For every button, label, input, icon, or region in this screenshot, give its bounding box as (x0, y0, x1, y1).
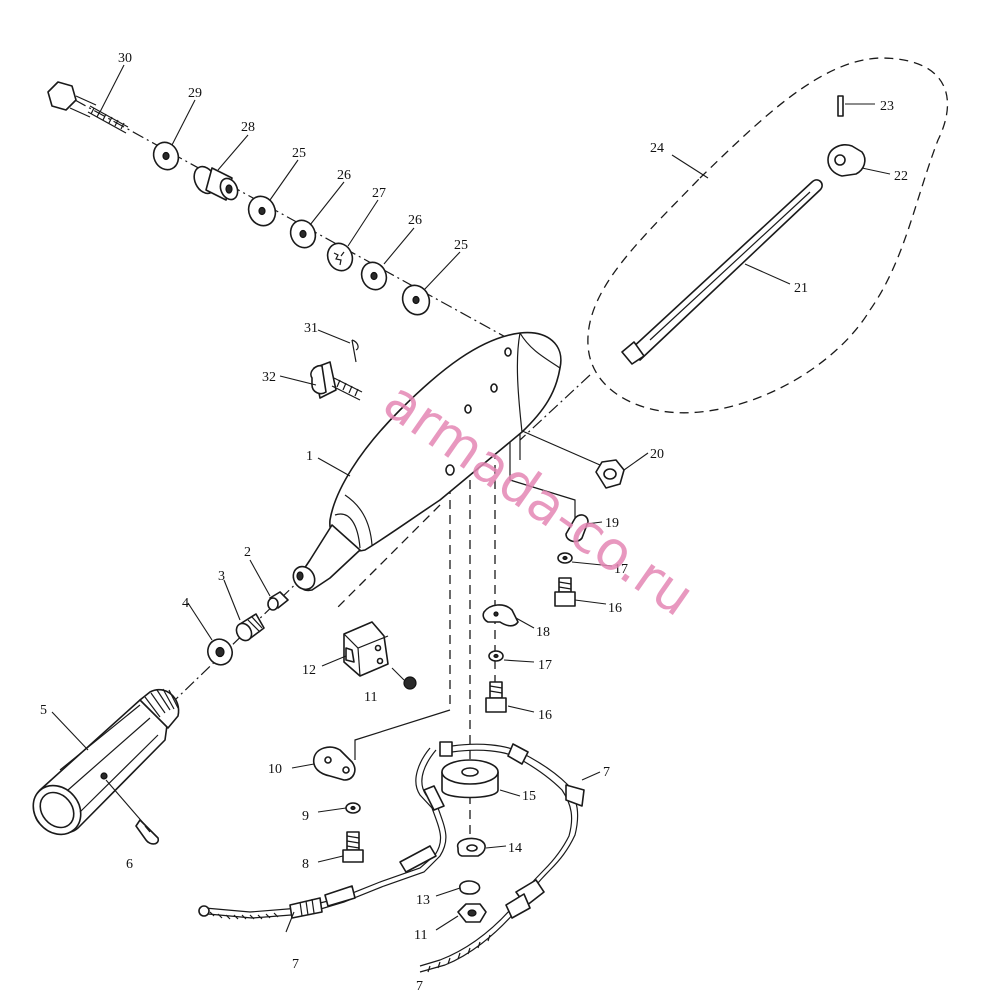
label-32: 32 (262, 370, 276, 385)
label-9: 9 (302, 809, 309, 824)
label-23: 23 (880, 99, 894, 114)
label-29: 29 (188, 86, 202, 101)
label-1: 1 (306, 449, 313, 464)
label-11a: 11 (364, 690, 377, 705)
spring-19 (565, 514, 589, 543)
label-13: 13 (416, 893, 430, 908)
label-18: 18 (536, 625, 550, 640)
pin-23 (837, 95, 844, 117)
extension-rod-axis (519, 374, 591, 441)
washer-29 (152, 141, 180, 171)
label-20: 20 (650, 447, 664, 462)
washer-4 (207, 638, 233, 666)
bracket-12 (343, 621, 389, 677)
end-knob-22 (827, 144, 866, 177)
pin-31 (351, 339, 359, 363)
handle-extension-outline (587, 57, 949, 414)
screw-6 (105, 779, 160, 845)
nut-20 (595, 459, 625, 489)
label-7b: 7 (292, 957, 299, 972)
label-7a: 7 (603, 765, 610, 780)
cable-guide-line (354, 709, 451, 760)
label-30: 30 (118, 51, 132, 66)
pulley-15 (441, 759, 499, 799)
label-19: 19 (605, 516, 619, 531)
washer-25-lower (401, 284, 431, 316)
label-4: 4 (182, 596, 189, 611)
tiller-housing-1 (292, 331, 562, 592)
label-2: 2 (244, 545, 251, 560)
label-25a: 25 (292, 146, 306, 161)
throttle-sleeve-3 (235, 613, 265, 642)
cable-7-left (198, 747, 447, 920)
label-26b: 26 (408, 213, 422, 228)
bushing-28 (193, 165, 239, 201)
label-17b: 17 (538, 658, 552, 673)
label-7c: 7 (416, 979, 423, 994)
tension-knob-32 (310, 361, 363, 401)
label-27: 27 (372, 186, 386, 201)
label-14: 14 (508, 841, 522, 856)
lock-washer-27 (326, 242, 354, 272)
label-8: 8 (302, 857, 309, 872)
label-10: 10 (268, 762, 282, 777)
label-28: 28 (241, 120, 255, 135)
bushing-2 (267, 591, 289, 611)
washer-25-upper (247, 195, 277, 227)
label-26a: 26 (337, 168, 351, 183)
lever-10 (312, 746, 356, 781)
label-5: 5 (40, 703, 47, 718)
label-16b: 16 (538, 708, 552, 723)
extension-rod-21 (621, 179, 823, 365)
label-3: 3 (218, 569, 225, 584)
washer-26-lower (360, 261, 388, 291)
screw-16-lower (485, 681, 507, 713)
label-16a: 16 (608, 601, 622, 616)
label-31: 31 (304, 321, 318, 336)
label-17a: 17 (614, 562, 628, 577)
bolt-30 (47, 81, 129, 134)
screw-8 (342, 831, 364, 863)
label-6: 6 (126, 857, 133, 872)
label-11b: 11 (414, 928, 427, 943)
clip-14 (456, 837, 486, 857)
part-number-labels: 30 29 28 25 26 27 26 25 24 23 22 21 20 1… (40, 51, 908, 994)
clamp-18 (482, 604, 519, 627)
nut-guide-line-2 (519, 429, 601, 466)
washer-26-upper (289, 219, 317, 249)
nut-11-upper (391, 667, 417, 690)
twist-grip-5 (32, 688, 180, 836)
label-25b: 25 (454, 238, 468, 253)
washer-9 (345, 802, 361, 814)
washer-13 (459, 880, 481, 895)
washer-17-lower (488, 650, 504, 662)
label-24: 24 (650, 141, 664, 156)
screw-16-upper (554, 577, 576, 607)
label-22: 22 (894, 169, 908, 184)
nut-11-lower (457, 903, 487, 923)
bracket-axis (334, 504, 441, 611)
leader-lines (51, 64, 891, 933)
label-15: 15 (522, 789, 536, 804)
washer-17-upper (557, 552, 573, 564)
label-12: 12 (302, 663, 316, 678)
cable-7-right (419, 741, 585, 973)
label-21: 21 (794, 281, 808, 296)
